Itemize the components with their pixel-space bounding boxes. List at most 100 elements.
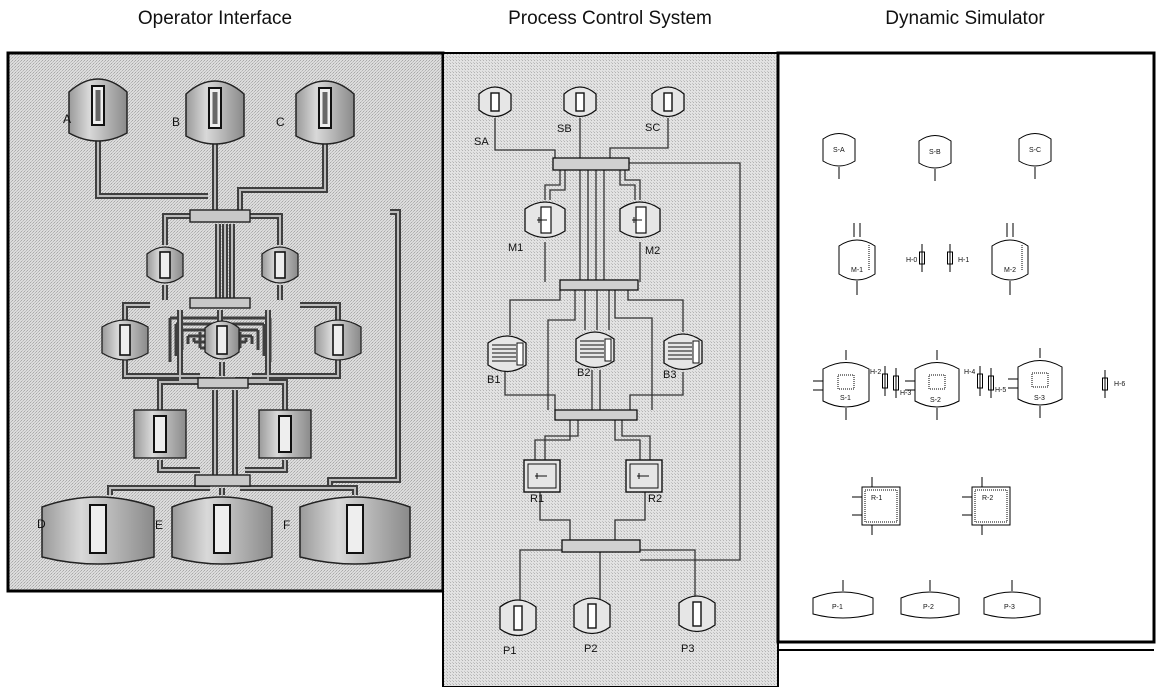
sim-tank-s-b (918, 135, 952, 181)
sim-still-s-2-body (914, 362, 960, 408)
operator-product-f (299, 496, 411, 565)
pcs-reactor-r2-agitator (637, 473, 649, 479)
operator-still-right-gauge (332, 324, 344, 356)
sim-label-s-1: S-1 (840, 395, 851, 402)
sim-reactor-r-1-body (861, 486, 901, 526)
sim-label-r-1: R-1 (871, 495, 882, 502)
pcs-batch-b3-gauge (692, 340, 700, 364)
sim-label-h-3: H-3 (900, 390, 911, 397)
pcs-tank-sb-gauge (575, 92, 585, 112)
sim-heater-h-6 (1102, 370, 1108, 398)
pcs-mixer-m1 (524, 201, 566, 239)
sim-still-s-3 (1008, 348, 1063, 418)
pcs-pipe-15 (547, 290, 576, 410)
sim-still-s-2 (905, 350, 960, 420)
dynamic-simulator-panel (776, 51, 1156, 644)
pcs-product-p1-gauge (513, 605, 523, 631)
operator-label-c: C (276, 115, 285, 129)
pcs-batch-b2-gauge (604, 338, 612, 362)
sim-label-s-2: S-2 (930, 397, 941, 404)
pcs-label-r2: R2 (648, 493, 662, 505)
sim-heater-h-3-coil (893, 375, 899, 391)
operator-label-a: A (63, 112, 71, 126)
operator-reactor-right (258, 409, 312, 459)
pcs-label-b2: B2 (577, 367, 590, 379)
sim-label-h-1: H-1 (958, 257, 969, 264)
pcs-pipe-33 (625, 549, 696, 600)
pcs-vessels (478, 86, 716, 637)
operator-pipe-core-27 (240, 487, 356, 495)
sim-heater-h-2-coil (882, 373, 888, 389)
pcs-pipe-25 (534, 420, 571, 460)
sim-tank-s-c-body (1018, 133, 1052, 167)
operator-label-e: E (155, 518, 163, 532)
pcs-reactor-r1-agitator (535, 473, 547, 479)
operator-pipe-core-16 (252, 360, 339, 377)
operator-product-e (171, 496, 273, 565)
pcs-pipe-0 (494, 118, 556, 160)
sim-still-s-3-level (1031, 372, 1049, 388)
sim-tank-s-a (822, 133, 856, 179)
sim-product-p-2-body (900, 591, 960, 619)
pcs-tank-sa-gauge (490, 92, 500, 112)
pcs-pipe-31 (519, 549, 575, 600)
pcs-label-b3: B3 (663, 369, 676, 381)
pcs-pipe-29 (539, 492, 571, 540)
pcs-product-p2 (573, 597, 611, 635)
operator-tank-c-level-fill (322, 92, 328, 124)
sim-heater-h-4 (977, 366, 983, 396)
operator-header-bottom (194, 474, 251, 487)
sim-product-p-2 (900, 580, 960, 619)
process-control-system-title: Process Control System (508, 8, 712, 29)
pcs-pipe-28 (621, 420, 651, 460)
sim-label-h-2: H-2 (870, 369, 881, 376)
operator-product-d (41, 496, 155, 565)
pcs-tank-sa (478, 86, 512, 118)
operator-pipe-core-20 (245, 381, 286, 410)
sim-product-p-1-body (812, 591, 874, 619)
pcs-pipe-21 (504, 370, 556, 410)
sim-label-s-b: S-B (929, 149, 941, 156)
sim-label-m-2: M-2 (1004, 267, 1016, 274)
pcs-label-p2: P2 (584, 643, 597, 655)
sim-reactor-r-1 (852, 477, 901, 535)
pcs-pipe-16 (614, 290, 653, 410)
pcs-label-sb: SB (557, 123, 572, 135)
operator-mixer-left (146, 246, 184, 284)
operator-pipe-core-5 (245, 215, 281, 245)
pcs-label-r1: R1 (530, 493, 544, 505)
operator-label-f: F (283, 518, 290, 532)
sim-tank-s-b-body (918, 135, 952, 169)
operator-product-f-gauge (346, 504, 364, 554)
sim-label-h-6: H-6 (1114, 381, 1125, 388)
pcs-product-p3 (678, 595, 716, 633)
pcs-header-low (554, 409, 638, 421)
pcs-reactor-r1-body (523, 459, 561, 493)
operator-tank-a (68, 78, 128, 142)
pcs-pipe-7 (624, 170, 641, 200)
operator-tank-a-level-fill (95, 90, 101, 121)
sim-heater-h-6-coil (1102, 377, 1108, 391)
pcs-label-b1: B1 (487, 374, 500, 386)
pcs-pipe-4 (544, 170, 561, 200)
operator-label-b: B (172, 115, 180, 129)
pcs-tank-sc (651, 86, 685, 118)
operator-still-center-gauge (216, 325, 228, 355)
pcs-pipe-5 (549, 170, 566, 200)
operator-tank-c (295, 80, 355, 145)
sim-mixer-m-1 (838, 223, 876, 295)
operator-pipe-core-15 (124, 360, 200, 377)
pcs-header-bottom (561, 539, 641, 553)
operator-reactor-left (133, 409, 187, 459)
pcs-mixer-m1-agitator (537, 217, 547, 223)
operator-mixer-right-gauge (274, 251, 286, 279)
sim-heater-h-2 (882, 366, 888, 396)
operator-still-center (204, 320, 240, 360)
sim-still-s-2-level (928, 374, 946, 390)
pcs-label-p1: P1 (503, 645, 516, 657)
pcs-pipe-3 (628, 162, 741, 561)
operator-header-low (197, 377, 249, 389)
sim-heater-h-5 (988, 368, 994, 398)
pcs-pipe-30 (614, 492, 646, 540)
sim-still-s-1 (813, 350, 870, 420)
